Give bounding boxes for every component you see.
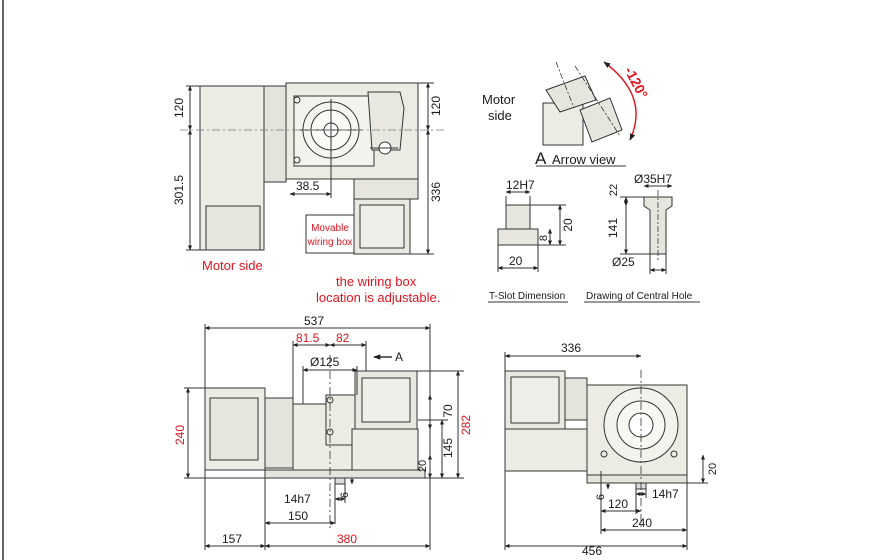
dim-282: 282 <box>459 415 473 435</box>
wiring-box-base <box>353 178 419 200</box>
side-base-block <box>504 428 602 472</box>
dim-82: 82 <box>336 331 350 345</box>
movable-label-box <box>305 214 355 254</box>
dim-145: 145 <box>441 438 455 458</box>
front-coupling <box>264 397 294 469</box>
dim-20-front: 20 <box>417 460 429 472</box>
arrow-view-text: Motor side -120° A Arrow view <box>482 64 651 168</box>
movable-label-line2: wiring box <box>306 237 352 248</box>
dim-336: 336 <box>429 182 443 202</box>
dim-38-5: 38.5 <box>296 179 320 193</box>
motor-side-label: Motor side <box>202 258 263 273</box>
arrow-view-axis-1 <box>555 61 575 109</box>
dim-157: 157 <box>222 532 242 546</box>
front-wiring-box-cover <box>361 377 411 423</box>
arrow-motor-side-line1: Motor <box>482 92 516 107</box>
dim-20-v: 20 <box>561 218 575 232</box>
dim-14h7-side: 14h7 <box>652 487 679 501</box>
front-view-text: 537 81.5 82 Ø125 A 240 70 282 145 20 6 1… <box>173 314 473 546</box>
motor-end-cap <box>205 205 261 251</box>
t-slot-head <box>497 228 539 246</box>
dim-12h7: 12H7 <box>506 178 535 192</box>
side-base-plate <box>586 474 688 484</box>
dim-240: 240 <box>173 425 187 445</box>
dim-20-side: 20 <box>707 463 719 475</box>
dim-6-front: 6 <box>339 492 351 498</box>
dim-14h7-front: 14h7 <box>284 492 311 506</box>
arrow-view-table <box>545 75 597 113</box>
wiring-box-cover <box>359 204 405 249</box>
dim-8: 8 <box>538 235 550 241</box>
dim-120-left: 120 <box>172 98 186 118</box>
arrow-view-title: Arrow view <box>552 152 616 167</box>
bolt-1 <box>293 96 301 104</box>
dim-6-side: 6 <box>595 494 607 500</box>
dim-120-right: 120 <box>429 96 443 116</box>
movable-label-line1: Movable <box>311 223 349 234</box>
dim-380: 380 <box>337 532 357 546</box>
t-slot-text: 12H7 8 20 20 T-Slot Dimension <box>489 178 575 302</box>
dim-456: 456 <box>582 544 602 558</box>
arrow-view-tilted-table <box>579 97 623 143</box>
front-view <box>184 324 464 550</box>
arrow-view <box>536 61 637 167</box>
dim-301-5: 301.5 <box>172 175 186 205</box>
central-hole-drawing <box>584 184 700 303</box>
front-motor-inner <box>209 397 259 461</box>
top-view <box>180 82 446 255</box>
tilt-angle-arc <box>603 61 637 141</box>
t-slot-drawing <box>488 190 568 303</box>
dim-141: 141 <box>606 218 620 238</box>
bolt-2 <box>293 156 301 164</box>
t-slot-caption: T-Slot Dimension <box>489 291 565 302</box>
side-bolt-1 <box>600 450 608 458</box>
note-line1: the wiring box <box>336 274 417 289</box>
front-key <box>334 477 346 485</box>
side-view-text: 336 20 6 14h7 120 240 456 <box>561 341 719 558</box>
side-bolt-2 <box>670 450 678 458</box>
side-view <box>504 352 708 550</box>
dim-240-side: 240 <box>632 516 652 530</box>
top-view-text: 120 301.5 120 336 38.5 Movable wiring bo… <box>172 96 443 305</box>
central-hole-caption: Drawing of Central Hole <box>586 291 693 302</box>
t-slot-neck <box>505 204 531 230</box>
central-hole-text: Ø35H7 22 141 Ø25 Drawing of Central Hole <box>586 172 693 302</box>
dim-20-h: 20 <box>509 254 523 268</box>
front-base-block <box>351 428 419 472</box>
front-base-plate <box>264 469 426 479</box>
arrow-a-label: A <box>395 350 403 364</box>
dim-35h7: Ø35H7 <box>634 172 672 186</box>
arrow-motor-side-line2: side <box>488 108 512 123</box>
side-bracket <box>367 91 405 151</box>
dim-25: Ø25 <box>612 255 635 269</box>
motor-coupling <box>263 85 287 183</box>
side-connector <box>564 377 588 421</box>
note-line2: location is adjustable. <box>316 290 440 305</box>
dim-120-side: 120 <box>608 497 628 511</box>
dim-70: 70 <box>441 404 455 418</box>
side-wiring-box-cover <box>510 376 560 424</box>
dim-150: 150 <box>288 509 308 523</box>
arrow-view-letter: A <box>535 149 547 168</box>
dim-dia125: Ø125 <box>310 355 340 369</box>
dim-22: 22 <box>608 184 620 196</box>
dim-537: 537 <box>304 314 324 328</box>
dim-81-5: 81.5 <box>296 331 320 345</box>
dim-336-side: 336 <box>561 341 581 355</box>
